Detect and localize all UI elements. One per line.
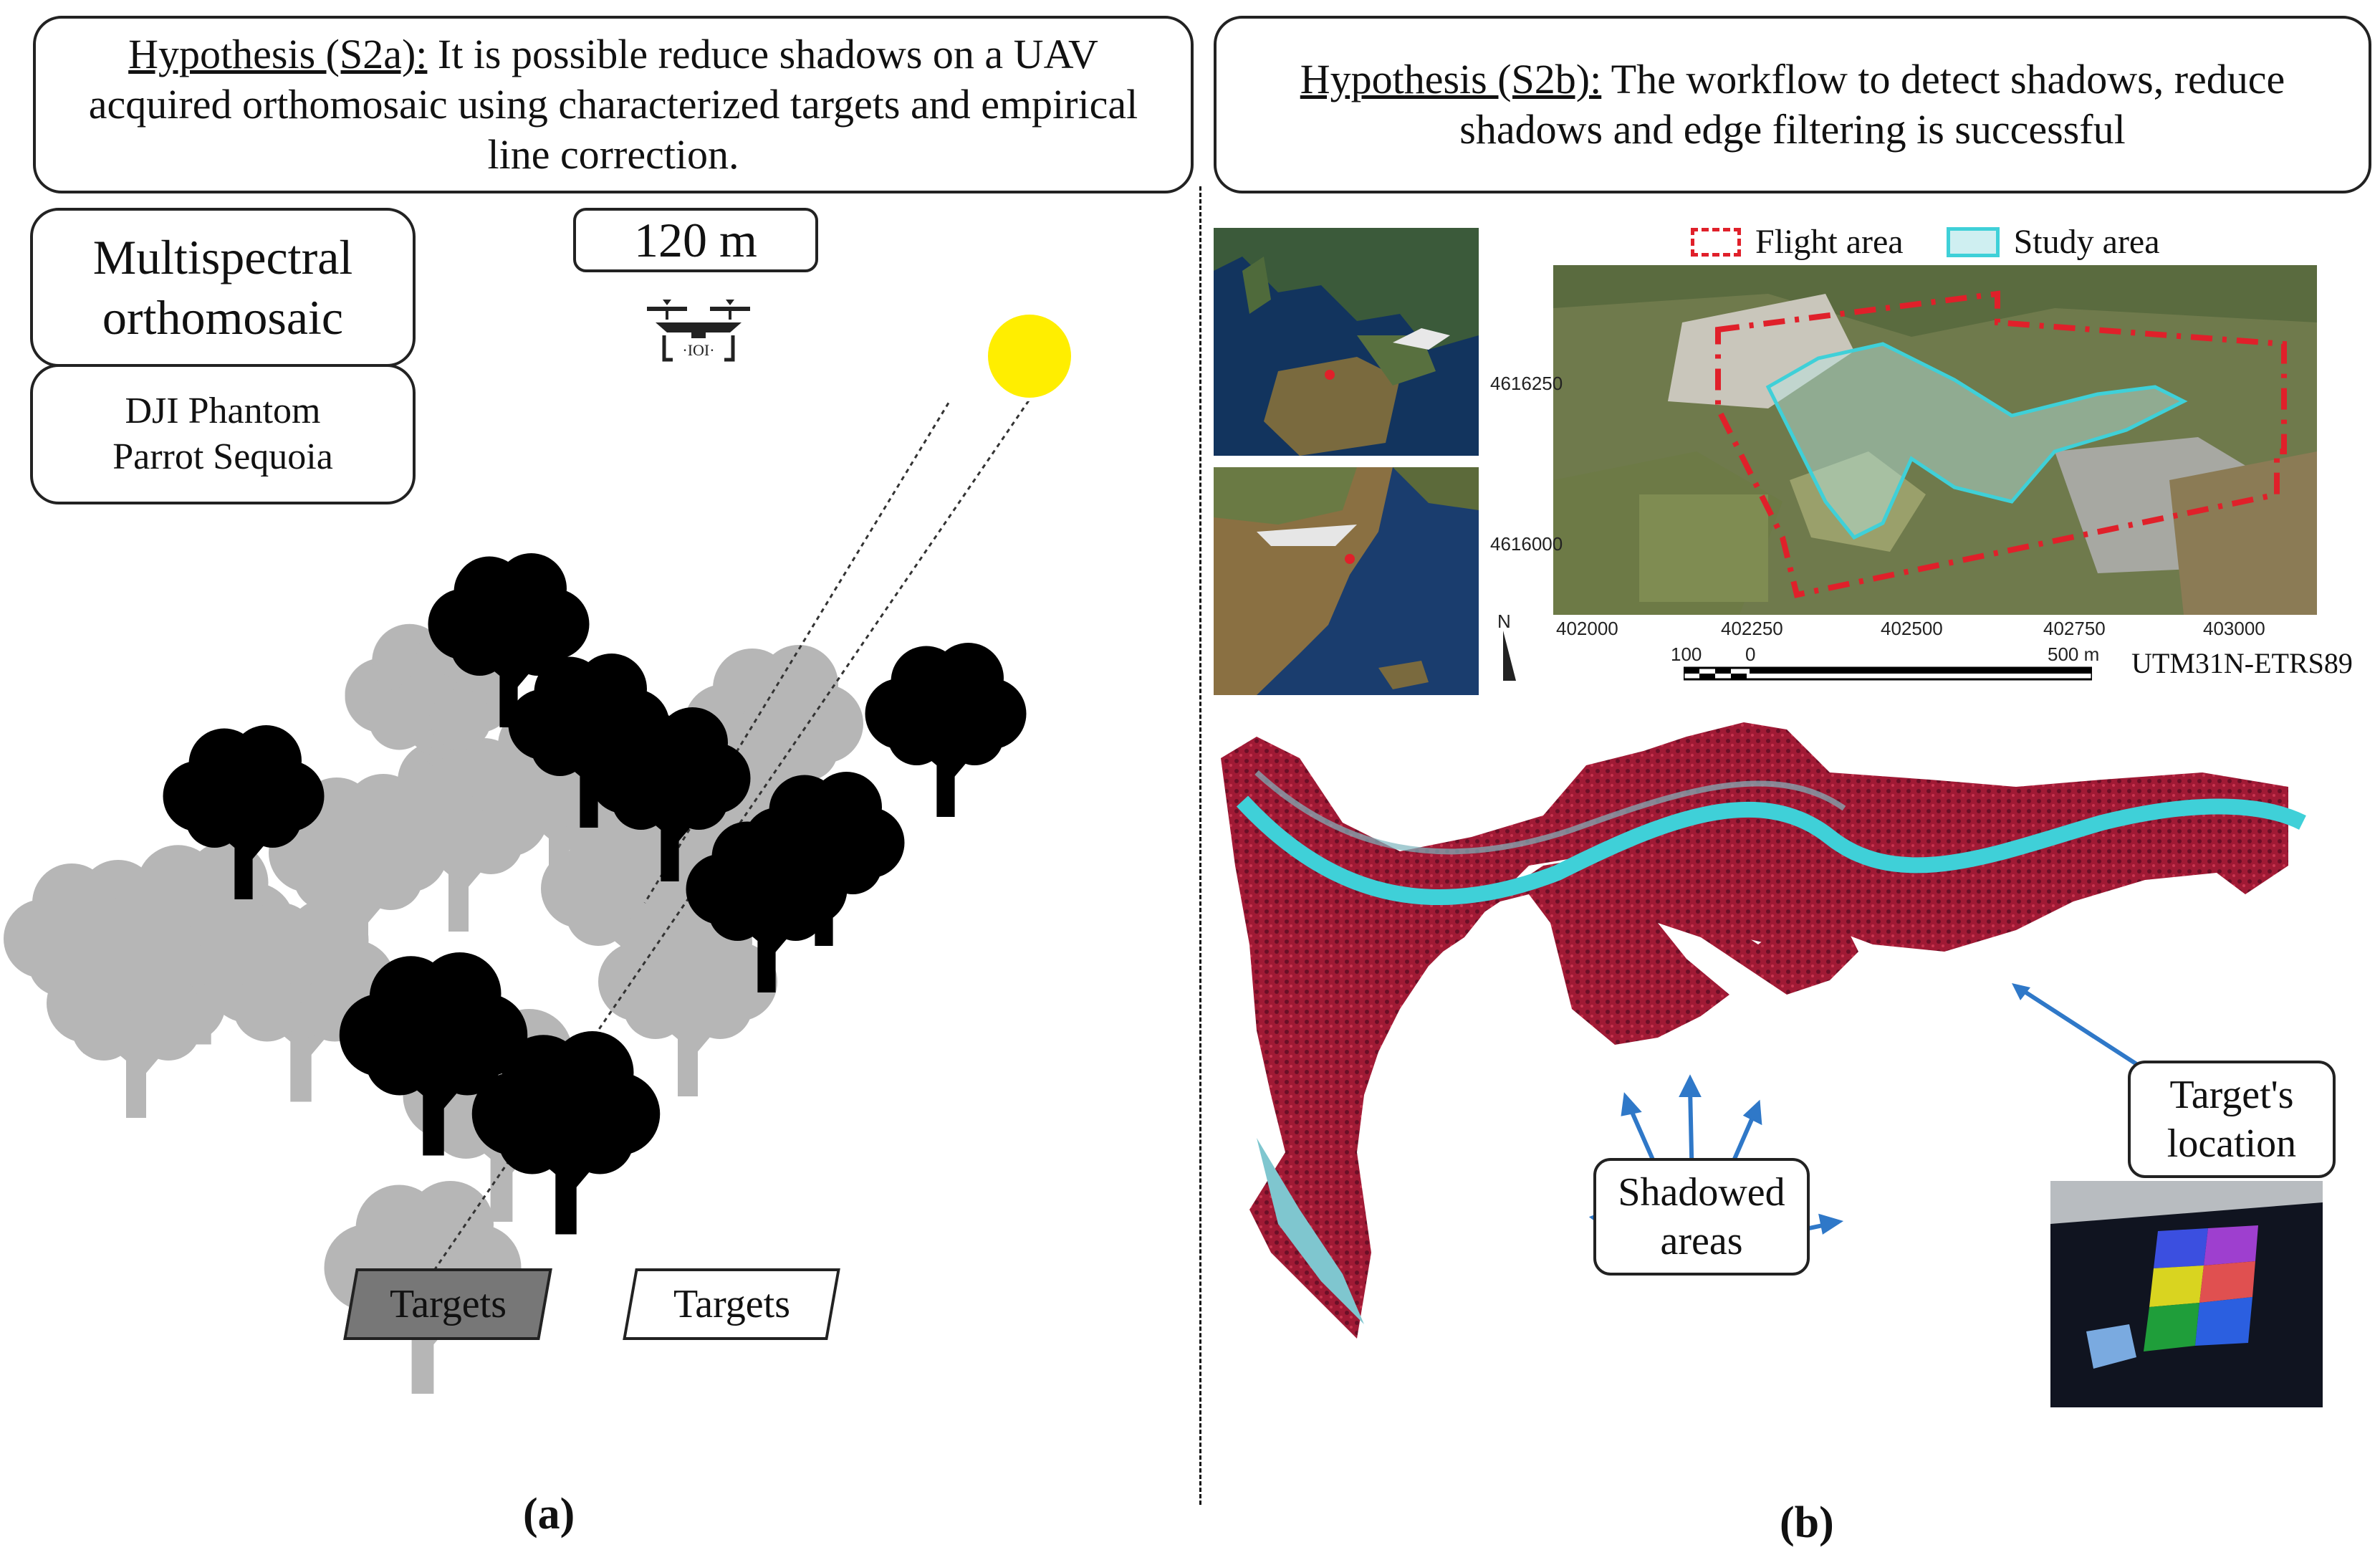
target-location-line2: location [2167,1121,2297,1166]
target-location-arrow [2012,983,2144,1070]
hypothesis-s2b-text: Hypothesis (S2b): The workflow to detect… [1245,54,2340,155]
map-x-tick-2: 402250 [1721,618,1783,639]
scale-right-label: 500 m [2048,643,2100,665]
panel-label-b: (b) [1780,1498,1834,1547]
shadowed-areas-box: Shadowed areas [1593,1158,1810,1276]
north-arrow-icon [1503,631,1516,681]
projection-label: UTM31N-ETRS89 [2131,647,2353,679]
targets-sun-label: Targets [673,1282,790,1326]
targets-shadow-box: Targets [343,1268,552,1340]
targets-photo [2050,1181,2323,1407]
map-y-tick-1: 4616250 [1490,373,1563,394]
target-location-line1: Target's [2169,1073,2294,1117]
study-site-map [1553,265,2317,615]
flight-area-swatch [1691,227,1741,257]
hypothesis-s2b-box: Hypothesis (S2b): The workflow to detect… [1214,16,2371,193]
hypothesis-s2a-box: Hypothesis (S2a): It is possible reduce … [33,16,1194,193]
hypothesis-s2a-text: Hypothesis (S2a): It is possible reduce … [64,29,1162,180]
map-x-tick-5: 403000 [2203,618,2265,639]
trees-scene [0,401,1189,1490]
drone-icon: ·IOI· [647,300,750,362]
svg-text:·IOI·: ·IOI· [682,341,714,359]
sensors-box: DJI Phantom Parrot Sequoia [30,364,416,504]
hypothesis-s2b-label: Hypothesis (S2b): [1300,56,1602,102]
product-box: Multispectral orthomosaic [30,208,416,367]
hypothesis-s2b-body: The workflow to detect shadows, reduce s… [1459,56,2285,153]
scale-bar [1684,666,2092,681]
map-x-tick-1: 402000 [1556,618,1618,639]
map-x-tick-3: 402500 [1881,618,1943,639]
hypothesis-s2a-label: Hypothesis (S2a): [128,31,428,77]
product-label: Multispectral orthomosaic [92,230,353,345]
targets-sun-box: Targets [623,1268,840,1340]
map-x-tick-4: 402750 [2043,618,2106,639]
sensors-line2: Parrot Sequoia [112,436,333,477]
europe-overview-map [1214,228,1479,456]
study-area-swatch [1946,226,2000,257]
iberia-overview-map [1214,467,1479,695]
target-location-box: Target's location [2128,1061,2336,1178]
targets-shadow-label: Targets [389,1282,507,1326]
false-color-orthomosaic [1221,722,2310,1339]
sensors-line1: DJI Phantom [125,391,321,431]
altitude-label: 120 m [634,213,757,267]
sun-icon [988,315,1071,398]
altitude-box: 120 m [573,208,818,272]
scale-zero-label: 0 [1745,643,1756,665]
shadowed-areas-line1: Shadowed [1618,1170,1785,1215]
hypothesis-s2a-body: It is possible reduce shadows on a UAV a… [88,31,1138,178]
flight-area-label: Flight area [1755,223,1904,261]
shadowed-areas-line2: areas [1660,1219,1743,1263]
north-arrow-label: N [1497,611,1511,632]
map-legend: Flight area Study area [1691,222,2160,262]
panel-divider [1199,186,1201,1505]
panel-label-a: (a) [523,1490,575,1539]
scale-left-label: 100 [1671,643,1702,665]
study-area-label: Study area [2013,223,2160,261]
map-y-tick-2: 4616000 [1490,533,1563,555]
